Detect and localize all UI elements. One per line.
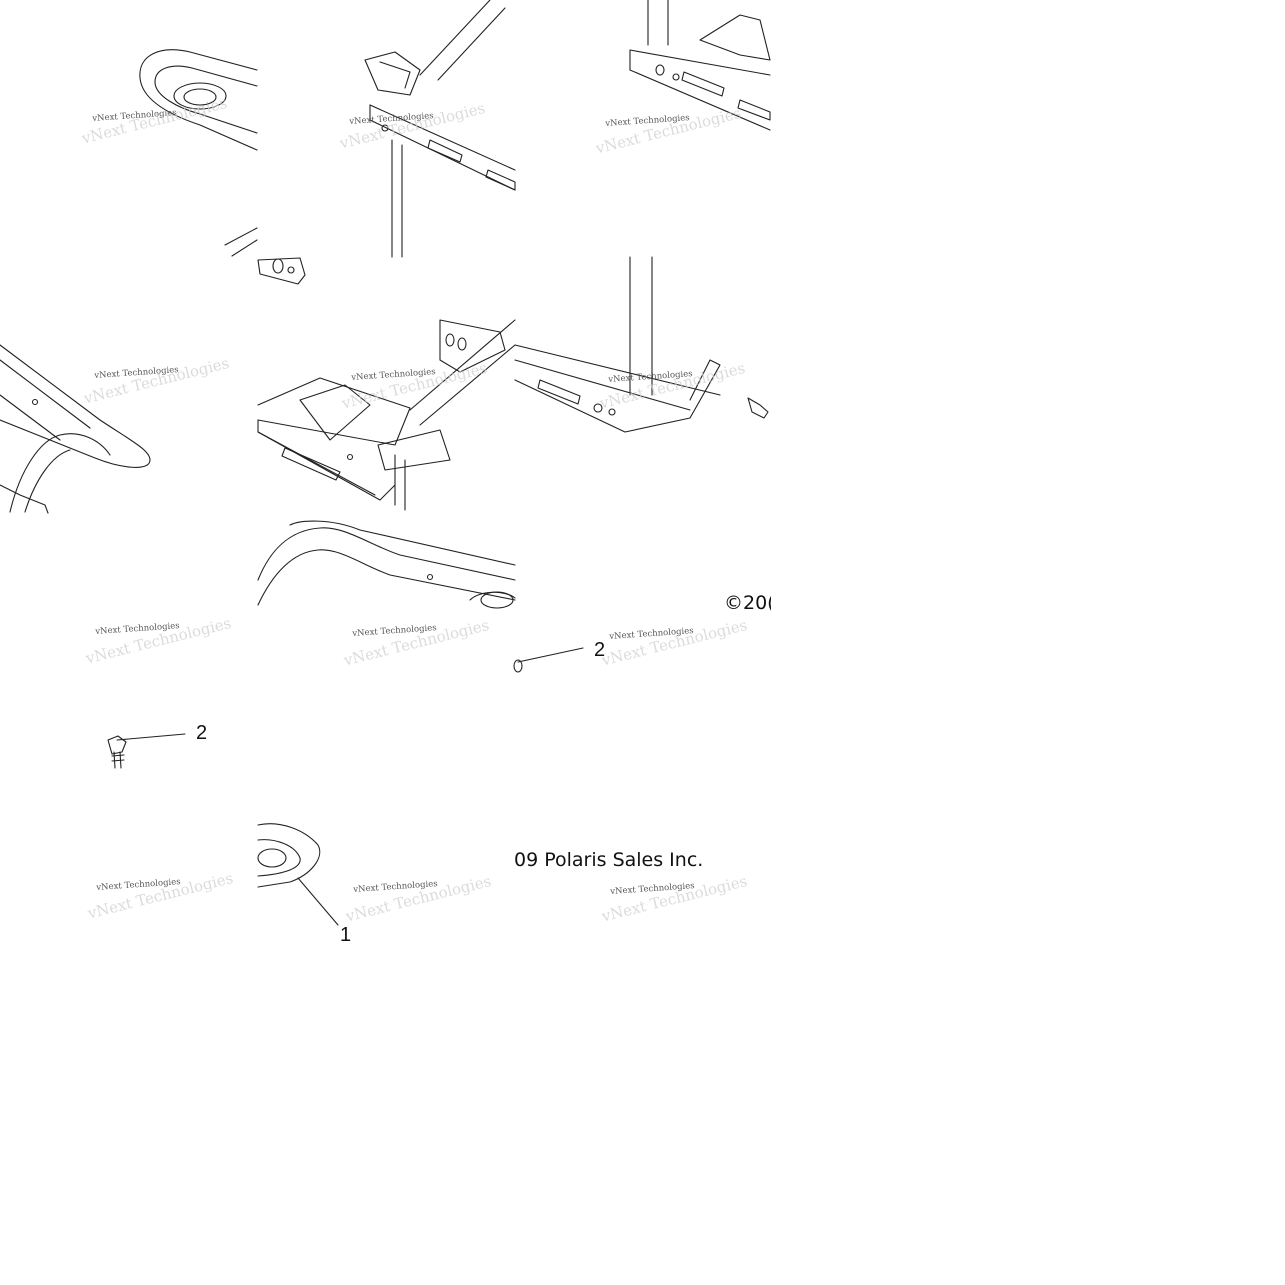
copyright-fragment-clip: ©20(: [722, 590, 771, 620]
seat-base-bracket-fragment: [257, 319, 516, 511]
seat-pad-front-fragment: [139, 49, 258, 257]
arm-rest-lower-fragment: [257, 520, 516, 609]
rear-frame-rail-fragment: [629, 0, 771, 131]
frame-corner-fragment: [257, 0, 516, 285]
rear-corner-post-fragment: [514, 256, 769, 433]
screw-callout-2-lower: [107, 733, 186, 769]
copyright-symbol: ©: [724, 592, 743, 614]
callout-number: 1: [340, 924, 352, 946]
screw-callout-2-upper: [513, 647, 584, 673]
callout-number: 2: [196, 722, 208, 744]
copyright-continuation: 09 Polaris Sales Inc.: [514, 849, 704, 871]
seat-pad-rear-fragment: [257, 823, 339, 926]
copyright-year-start: 20(: [743, 592, 771, 614]
copyright-fragment: ©20(: [724, 594, 771, 613]
callout-number: 2: [594, 639, 606, 661]
arm-rest-side-fragment: [0, 344, 151, 514]
